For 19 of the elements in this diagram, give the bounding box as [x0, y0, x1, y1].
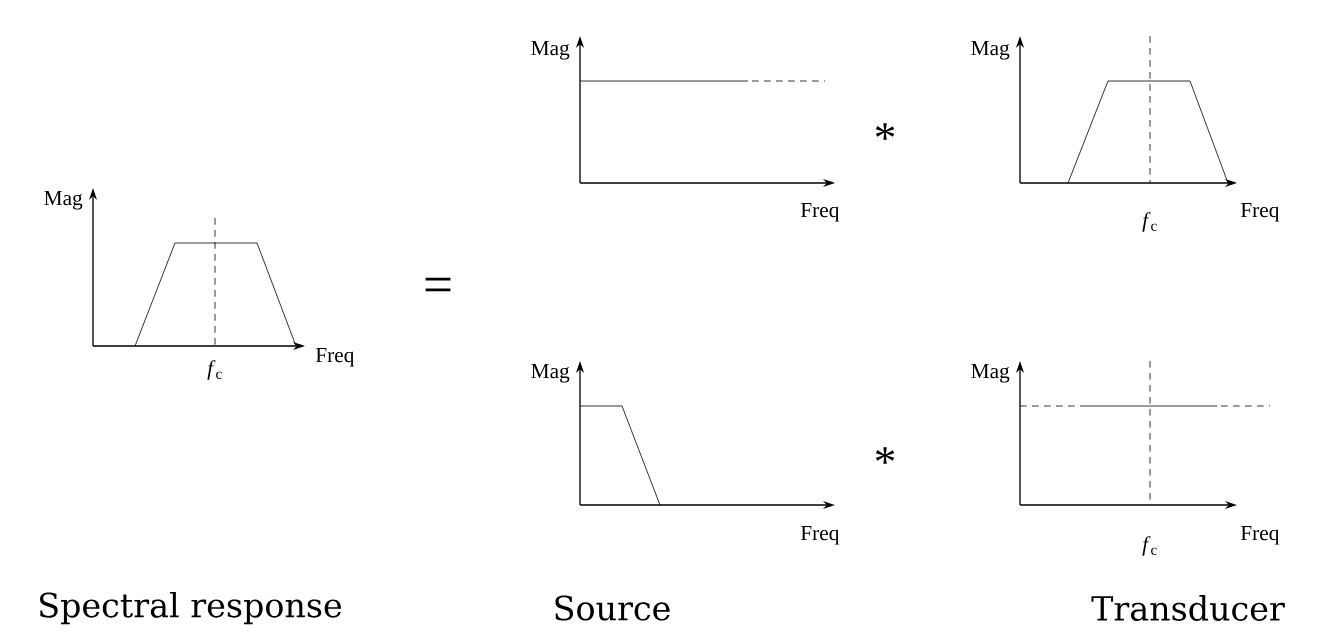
- equals-sign: =: [425, 277, 451, 292]
- axis-label: Freq: [800, 203, 839, 222]
- axis-label: Freq: [1240, 203, 1279, 222]
- panel-title: Spectral response: [40, 591, 342, 625]
- panel-title: Source: [555, 595, 670, 621]
- axis-label: Freq: [1240, 526, 1279, 545]
- axis-label: Mag: [971, 364, 1010, 383]
- convolution-sign: *: [875, 123, 895, 140]
- axis-label: Freq: [315, 348, 354, 367]
- axis-label: Mag: [531, 364, 570, 383]
- axis-label: f$_{c}$: [207, 360, 222, 380]
- axis-label: f$_{c}$: [1142, 536, 1157, 556]
- convolution-sign: *: [875, 447, 895, 464]
- axis-label: Mag: [971, 41, 1010, 60]
- axis-label: Freq: [800, 526, 839, 545]
- panel-title: Transducer: [1091, 595, 1285, 621]
- axis-label: Mag: [44, 191, 83, 210]
- axis-label: f$_{c}$: [1142, 212, 1157, 232]
- axis-label: Mag: [531, 41, 570, 60]
